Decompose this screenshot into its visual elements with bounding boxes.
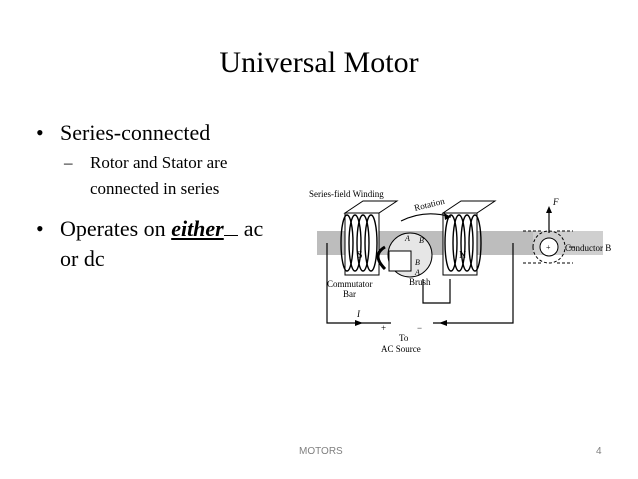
- brush-label: Brush: [409, 277, 431, 287]
- ac-source-label: AC Source: [381, 344, 421, 354]
- field-coil-left: [340, 214, 378, 272]
- brush-b-label: B: [415, 258, 420, 267]
- current-arrow: [355, 320, 363, 326]
- pole-s-label: S: [357, 250, 363, 261]
- rotor-conductor: [376, 245, 387, 271]
- page-number: 4: [596, 446, 602, 457]
- footer-label: MOTORS: [299, 446, 343, 457]
- minus-terminal: −: [417, 323, 422, 333]
- bullet-text-after: ac: [243, 216, 264, 241]
- universal-motor-diagram: Series-field Winding Rotation S N A B B …: [309, 189, 611, 354]
- conductor-a-label: A: [404, 234, 410, 243]
- circuit-wires: [326, 243, 514, 324]
- bar-label: Bar: [343, 289, 356, 299]
- brush-a-label: A: [414, 268, 420, 277]
- bullet-marker: •: [36, 216, 44, 241]
- conductor-b-label: B: [419, 236, 424, 245]
- conductor-plus-label: +: [546, 243, 551, 252]
- sub-bullet-marker: –: [64, 153, 73, 172]
- pole-s-top: [343, 200, 399, 214]
- pole-n-top: [441, 200, 497, 214]
- current-label: I: [356, 309, 361, 319]
- commutator-bar: [388, 250, 412, 272]
- emphasis-either: either: [171, 216, 224, 241]
- commutator-label: Commutator: [327, 279, 373, 289]
- slide-title: Universal Motor: [219, 46, 419, 79]
- bullet-text: Series-connected: [60, 120, 211, 145]
- rotation-arrowhead: [444, 213, 451, 220]
- bullet-line2: or dc: [60, 246, 105, 271]
- pole-n-label: N: [459, 250, 466, 261]
- bullet-marker: •: [36, 120, 44, 145]
- conductor-force-figure: [523, 206, 575, 264]
- sub-bullet-line1: Rotor and Stator are: [90, 153, 228, 172]
- force-label: F: [552, 197, 559, 207]
- rotation-label: Rotation: [413, 196, 446, 213]
- plus-terminal: +: [381, 323, 386, 333]
- bullet-text-before: Operates on: [60, 216, 172, 241]
- bullet-series-connected: • Series-connected: [36, 118, 210, 148]
- sub-bullet-rotor-stator: –Rotor and Stator are connected in serie…: [64, 150, 227, 202]
- conductor-label: Conductor B: [565, 243, 611, 253]
- series-field-label: Series-field Winding: [309, 189, 384, 199]
- to-label: To: [399, 333, 409, 343]
- underline-blank: [223, 234, 238, 236]
- sub-bullet-line2: connected in series: [90, 179, 220, 198]
- bullet-operates-on: • Operates on either ac or dc: [36, 214, 263, 274]
- field-coil-right: [444, 214, 482, 272]
- return-arrow: [439, 320, 447, 326]
